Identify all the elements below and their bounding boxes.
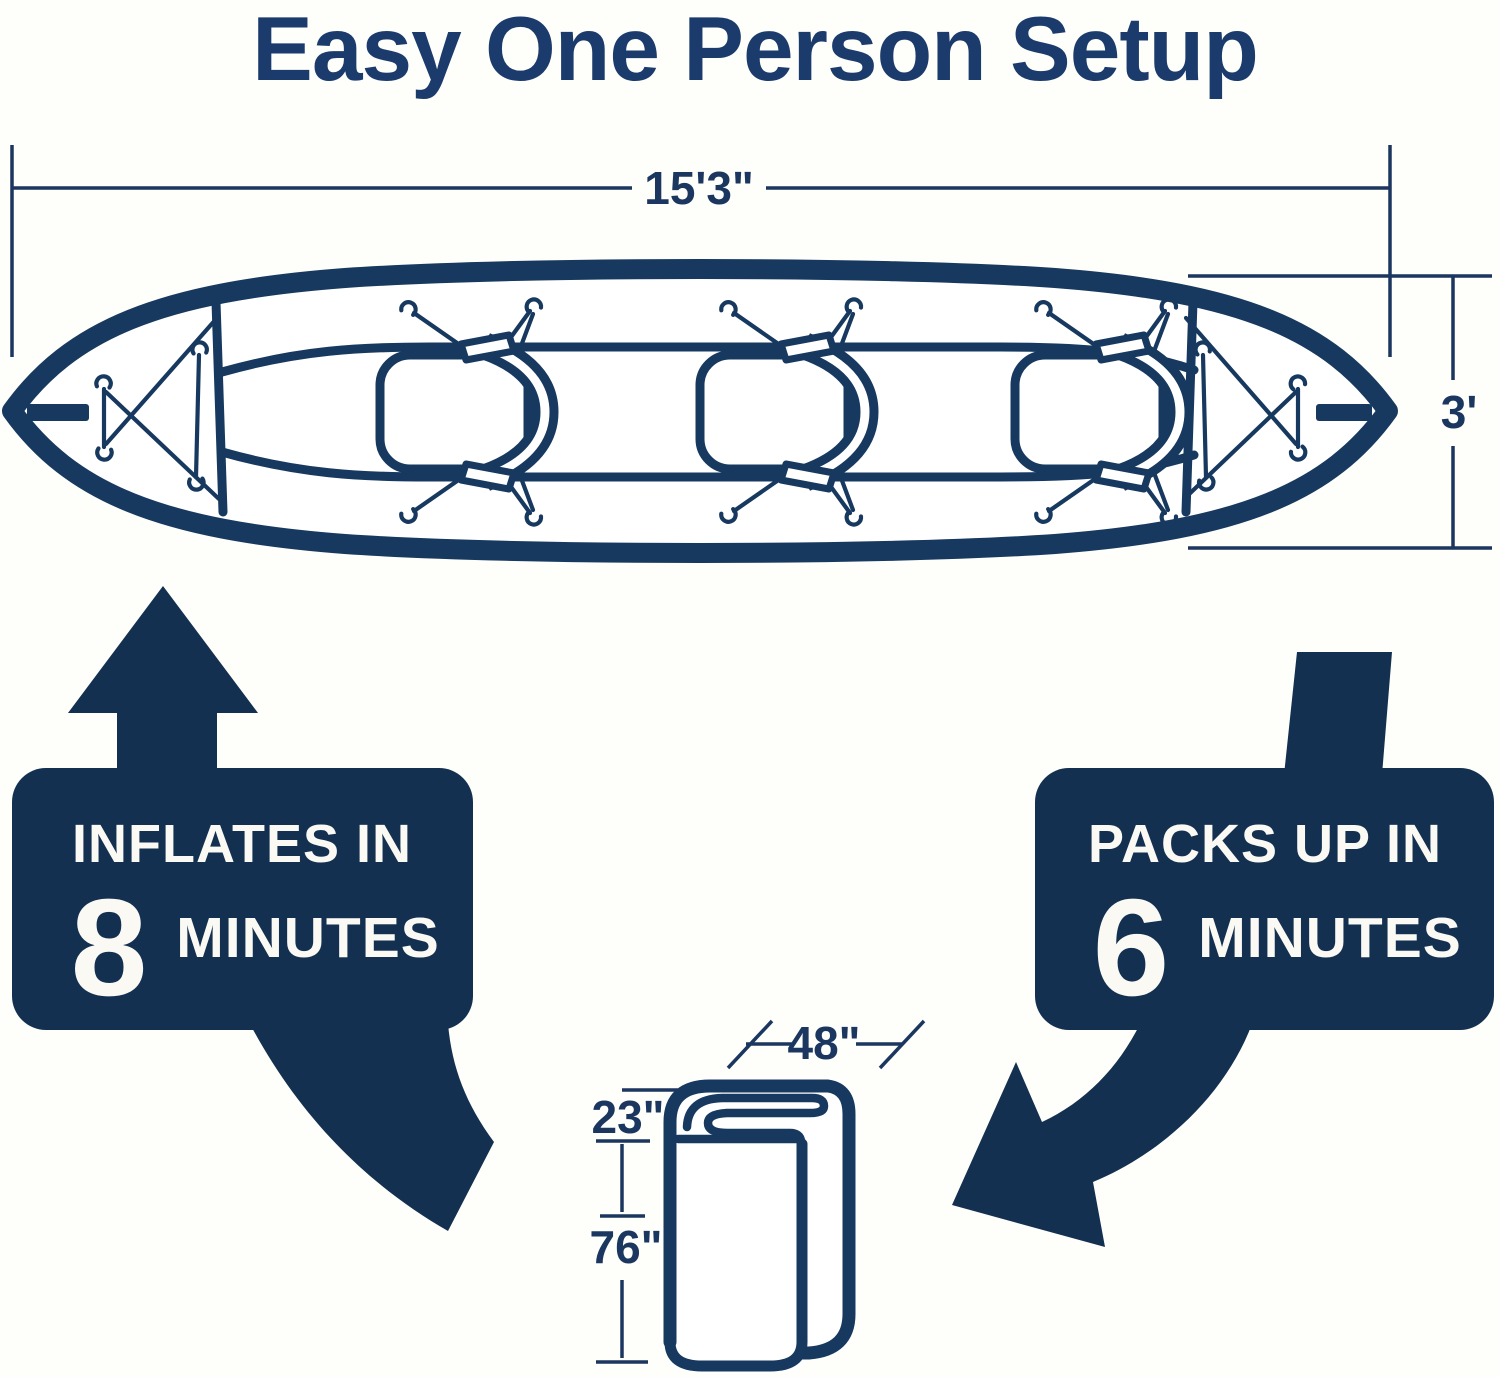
pack-box [1035, 768, 1494, 1030]
pack-connector-bar [1284, 652, 1392, 775]
down-arrow-icon [952, 1024, 1252, 1247]
bow-bulkhead [211, 297, 228, 517]
inflate-number: 8 [71, 871, 148, 1025]
pack-unit: MINUTES [1198, 906, 1462, 970]
bow-bungee-rigging [95, 315, 222, 502]
packed-dimensions: 48" 23" 76" [590, 1017, 926, 1364]
packed-kayak-silhouette [664, 1077, 856, 1374]
length-label: 15'3" [644, 162, 754, 214]
up-arrow-icon [68, 586, 258, 775]
pack-line1: PACKS UP IN [1088, 814, 1442, 874]
packed-kayak-outer-edge [663, 1079, 856, 1360]
inflate-unit: MINUTES [176, 906, 440, 970]
stern-handle [1316, 404, 1372, 421]
packed-height-label: 76" [590, 1221, 663, 1273]
inflate-line1: INFLATES IN [72, 814, 412, 874]
width-label: 3' [1441, 386, 1478, 438]
pack-number: 6 [1093, 871, 1170, 1025]
page-title: Easy One Person Setup [252, 0, 1258, 100]
stern-bungee-rigging [1181, 315, 1307, 502]
packed-depth-label: 23" [592, 1091, 665, 1143]
depth48-slash-right [878, 1019, 926, 1070]
packed-kayak [663, 1077, 856, 1374]
packed-kayak-fold-lines [682, 1093, 829, 1146]
packed-kayak-front-face [664, 1138, 808, 1372]
packed-length-label: 48" [788, 1017, 861, 1069]
width-dimension: 3' [1188, 274, 1492, 550]
bow-handle [27, 404, 89, 421]
kayak-top-view [2, 259, 1398, 563]
length-dimension: 15'3" [10, 145, 1392, 357]
pack-callout: PACKS UP IN 6 MINUTES [952, 652, 1494, 1247]
inflate-callout: INFLATES IN 8 MINUTES [12, 586, 494, 1231]
inflate-box [12, 768, 473, 1030]
inflate-swoosh-tail [250, 1024, 494, 1231]
